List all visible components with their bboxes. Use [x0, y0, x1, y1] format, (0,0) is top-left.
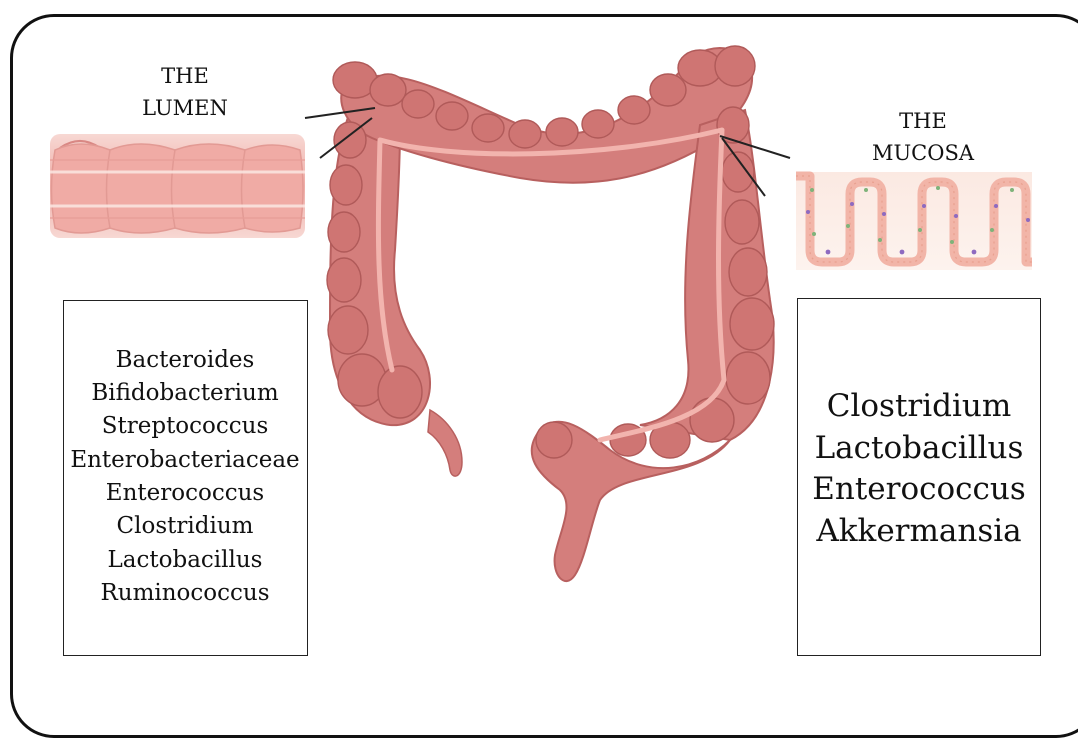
mucosa-bacteria-list: Clostridium Lactobacillus Enterococcus A… [797, 298, 1041, 654]
list-item: Bacteroides [116, 344, 255, 377]
list-item: Akkermansia [816, 511, 1021, 553]
lumen-tissue-illustration [50, 134, 305, 238]
mucosa-tissue-illustration [796, 172, 1032, 270]
list-item: Ruminococcus [100, 577, 269, 610]
list-item: Lactobacillus [108, 544, 263, 577]
lumen-title-line1: THE [120, 60, 250, 92]
lumen-segments [52, 144, 304, 233]
list-item: Clostridium [117, 510, 254, 543]
lumen-bacteria-list: Bacteroides Bifidobacterium Streptococcu… [63, 300, 307, 654]
list-item: Enterococcus [106, 477, 264, 510]
lumen-title: THE LUMEN [120, 60, 250, 124]
mucosa-title: THE MUCOSA [858, 105, 988, 169]
list-item: Enterococcus [812, 469, 1026, 511]
list-item: Clostridium [827, 386, 1012, 428]
mucosa-title-line1: THE [858, 105, 988, 137]
colon-illustration [305, 46, 790, 581]
mucosa-title-line2: MUCOSA [858, 137, 988, 169]
list-item: Enterobacteriaceae [70, 444, 299, 477]
list-item: Bifidobacterium [91, 377, 278, 410]
list-item: Streptococcus [102, 410, 269, 443]
lumen-title-line2: LUMEN [120, 92, 250, 124]
list-item: Lactobacillus [815, 428, 1024, 470]
